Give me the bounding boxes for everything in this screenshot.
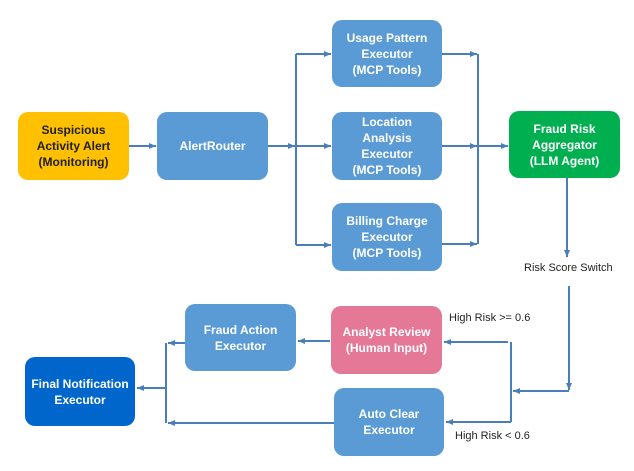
label-high-risk-lt: High Risk < 0.6 [455,430,530,442]
node-auto-clear-executor: Auto Clear Executor [334,388,444,456]
label-risk-score-switch: Risk Score Switch [524,262,613,274]
node-billing-charge-executor: Billing Charge Executor (MCP Tools) [332,203,442,271]
node-suspicious-activity-alert: Suspicious Activity Alert (Monitoring) [18,112,129,180]
node-fraud-risk-aggregator: Fraud Risk Aggregator (LLM Agent) [509,111,620,178]
node-alert-router: AlertRouter [157,112,268,180]
node-fraud-action-executor: Fraud Action Executor [185,304,296,371]
node-usage-pattern-executor: Usage Pattern Executor (MCP Tools) [332,20,442,87]
label-high-risk-ge: High Risk >= 0.6 [449,312,531,324]
node-location-analysis-executor: Location Analysis Executor (MCP Tools) [332,112,442,180]
node-analyst-review: Analyst Review (Human Input) [331,306,442,374]
node-final-notification-executor: Final Notification Executor [25,357,135,426]
